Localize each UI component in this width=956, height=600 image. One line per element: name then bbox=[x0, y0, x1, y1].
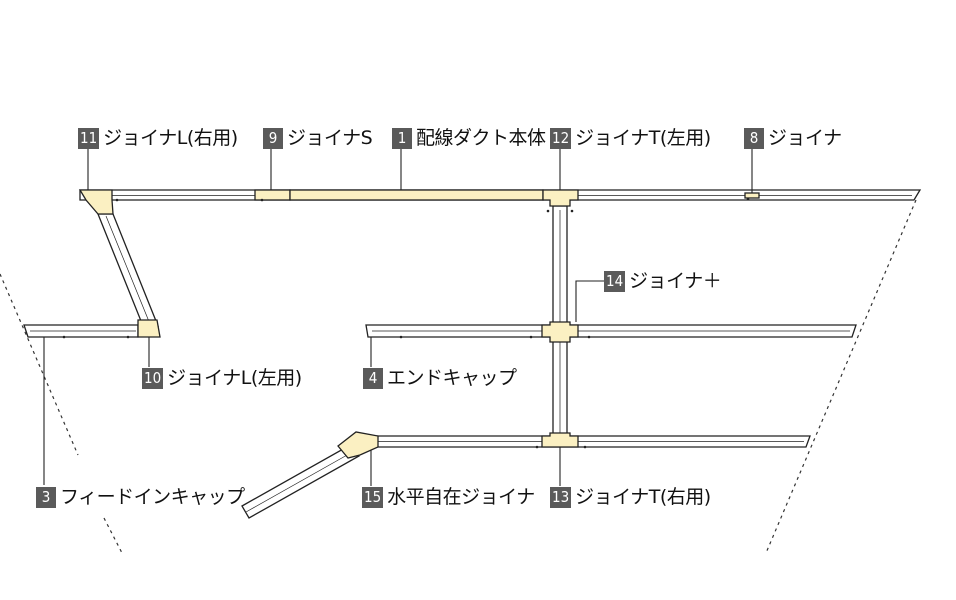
callout-text-1: 配線ダクト本体 bbox=[416, 127, 546, 149]
callout-number-12: 12 bbox=[550, 127, 572, 149]
joiner-t-left-12 bbox=[542, 189, 579, 207]
callout-text-8: ジョイナ bbox=[768, 127, 842, 149]
ceiling-line-right bbox=[765, 199, 917, 554]
callout-15: 15 水平自在ジョイナ bbox=[362, 486, 535, 508]
screw bbox=[126, 335, 130, 339]
callout-12: 12 ジョイナT(左用) bbox=[550, 127, 711, 149]
callout-number-3: 3 bbox=[36, 486, 56, 508]
joiner-s-9 bbox=[254, 189, 291, 201]
callout-4: 4 エンドキャップ bbox=[363, 367, 517, 389]
callout-number-9: 9 bbox=[263, 127, 283, 149]
callout-3: 3 フィードインキャップ bbox=[36, 486, 245, 508]
ceiling-line-left-upper bbox=[0, 273, 79, 456]
joiner-l-left-10 bbox=[137, 319, 161, 338]
callout-13: 13 ジョイナT(右用) bbox=[550, 486, 711, 508]
screw bbox=[260, 198, 264, 202]
callout-text-9: ジョイナS bbox=[287, 127, 373, 149]
joiner-cross-14 bbox=[541, 321, 579, 343]
callout-number-13: 13 bbox=[550, 486, 572, 508]
callout-text-11: ジョイナL(右用) bbox=[103, 127, 238, 149]
joiner-l-right-11 bbox=[78, 189, 114, 215]
joiner-horizontal-15 bbox=[337, 431, 379, 459]
screw bbox=[746, 197, 750, 201]
callout-number-15: 15 bbox=[362, 486, 384, 508]
screw bbox=[546, 209, 550, 213]
callout-14: 14 ジョイナ＋ bbox=[604, 270, 722, 292]
screw bbox=[583, 445, 587, 449]
callout-number-8: 8 bbox=[744, 127, 764, 149]
leader-14 bbox=[575, 280, 604, 322]
screw bbox=[115, 198, 119, 202]
callout-9: 9 ジョイナS bbox=[263, 127, 373, 149]
joiners bbox=[78, 189, 760, 459]
callout-10: 10 ジョイナL(左用) bbox=[142, 367, 302, 389]
callout-text-15: 水平自在ジョイナ bbox=[387, 486, 535, 508]
screw bbox=[587, 335, 591, 339]
callout-number-14: 14 bbox=[604, 270, 626, 292]
callout-number-11: 11 bbox=[78, 127, 100, 149]
callout-text-12: ジョイナT(左用) bbox=[575, 127, 711, 149]
duct-angled-groove bbox=[245, 449, 357, 513]
callout-number-1: 1 bbox=[392, 127, 412, 149]
callout-text-13: ジョイナT(右用) bbox=[575, 486, 711, 508]
duct-bodies bbox=[23, 189, 922, 519]
screw bbox=[399, 335, 403, 339]
ceiling-outline bbox=[0, 199, 917, 554]
screw bbox=[570, 209, 574, 213]
callout-11: 11 ジョイナL(右用) bbox=[78, 127, 238, 149]
callout-text-4: エンドキャップ bbox=[387, 367, 517, 389]
callout-1: 1 配線ダクト本体 bbox=[392, 127, 546, 149]
ceiling-line-left-lower bbox=[103, 517, 123, 554]
joiner-8 bbox=[744, 192, 760, 199]
callout-text-14: ジョイナ＋ bbox=[629, 270, 722, 292]
screw bbox=[535, 445, 539, 449]
callout-number-10: 10 bbox=[142, 367, 164, 389]
screw bbox=[529, 335, 533, 339]
duct-diagonal-groove bbox=[105, 215, 151, 325]
leader-lines bbox=[43, 148, 753, 486]
mounting-screws bbox=[62, 197, 750, 449]
callout-text-3: フィードインキャップ bbox=[60, 486, 245, 508]
callout-text-10: ジョイナL(左用) bbox=[167, 367, 302, 389]
callout-number-4: 4 bbox=[363, 367, 383, 389]
joiner-t-right-13 bbox=[541, 432, 579, 448]
screw bbox=[62, 335, 66, 339]
duct-body-1-highlight bbox=[289, 189, 544, 201]
callout-8: 8 ジョイナ bbox=[744, 127, 842, 149]
